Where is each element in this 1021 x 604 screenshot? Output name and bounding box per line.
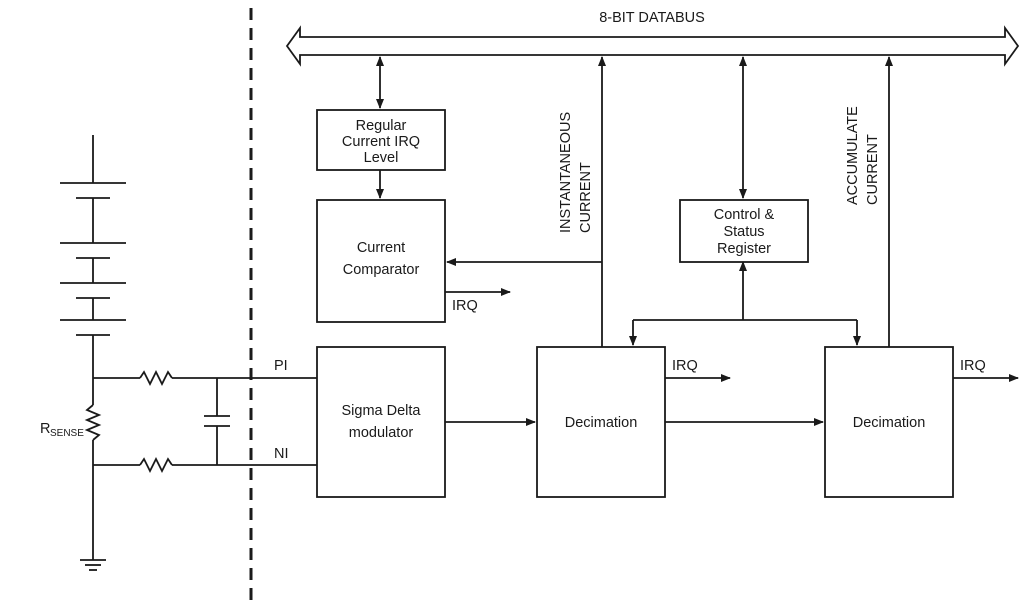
accumulate-line-2: CURRENT bbox=[865, 134, 881, 205]
decimation-1-label: Decimation bbox=[565, 415, 638, 431]
decimation-block-1: Decimation bbox=[536, 346, 666, 498]
databus: 8-BIT DATABUS bbox=[285, 10, 1020, 67]
filter-top bbox=[93, 369, 318, 387]
decimation-2-label: Decimation bbox=[853, 415, 926, 431]
accumulate-current-label: ACCUMULATE CURRENT bbox=[845, 106, 881, 205]
sense-resistor: R SENSE bbox=[40, 335, 102, 560]
rsense-label: R bbox=[40, 421, 50, 437]
current-comparator-block: Current Comparator bbox=[316, 199, 446, 323]
sigma-delta-line-1: Sigma Delta bbox=[342, 403, 422, 419]
sigma-delta-line-2: modulator bbox=[349, 425, 414, 441]
filter-bottom bbox=[93, 456, 318, 474]
pin-pi-label: PI bbox=[274, 358, 288, 374]
sigma-delta-block: Sigma Delta modulator bbox=[316, 346, 446, 498]
irq-comparator-label: IRQ bbox=[452, 298, 478, 314]
irq-level-block: Regular Current IRQ Level bbox=[316, 109, 446, 171]
rsense-subscript: SENSE bbox=[50, 428, 84, 439]
instantaneous-line-1: INSTANTANEOUS bbox=[558, 112, 574, 233]
irq-level-line-3: Level bbox=[364, 150, 399, 166]
instantaneous-current-label: INSTANTANEOUS CURRENT bbox=[558, 112, 594, 233]
control-line-1: Control & bbox=[714, 207, 775, 223]
accumulate-line-1: ACCUMULATE bbox=[845, 106, 861, 205]
control-line-3: Register bbox=[717, 241, 771, 257]
filter-capacitor bbox=[204, 378, 230, 465]
control-line-2: Status bbox=[723, 224, 764, 240]
instantaneous-line-2: CURRENT bbox=[578, 162, 594, 233]
connections bbox=[376, 56, 1019, 426]
battery-stack bbox=[60, 135, 126, 336]
databus-label: 8-BIT DATABUS bbox=[599, 10, 705, 26]
comparator-line-2: Comparator bbox=[343, 262, 420, 278]
control-status-register-block: Control & Status Register bbox=[679, 199, 809, 263]
irq-level-line-2: Current IRQ bbox=[342, 134, 420, 150]
irq-decimation-2-label: IRQ bbox=[960, 358, 986, 374]
irq-decimation-1-label: IRQ bbox=[672, 358, 698, 374]
decimation-block-2: Decimation bbox=[824, 346, 954, 498]
ground-icon bbox=[80, 559, 106, 571]
irq-level-line-1: Regular bbox=[356, 118, 407, 134]
pin-ni-label: NI bbox=[274, 446, 289, 462]
comparator-line-1: Current bbox=[357, 240, 405, 256]
